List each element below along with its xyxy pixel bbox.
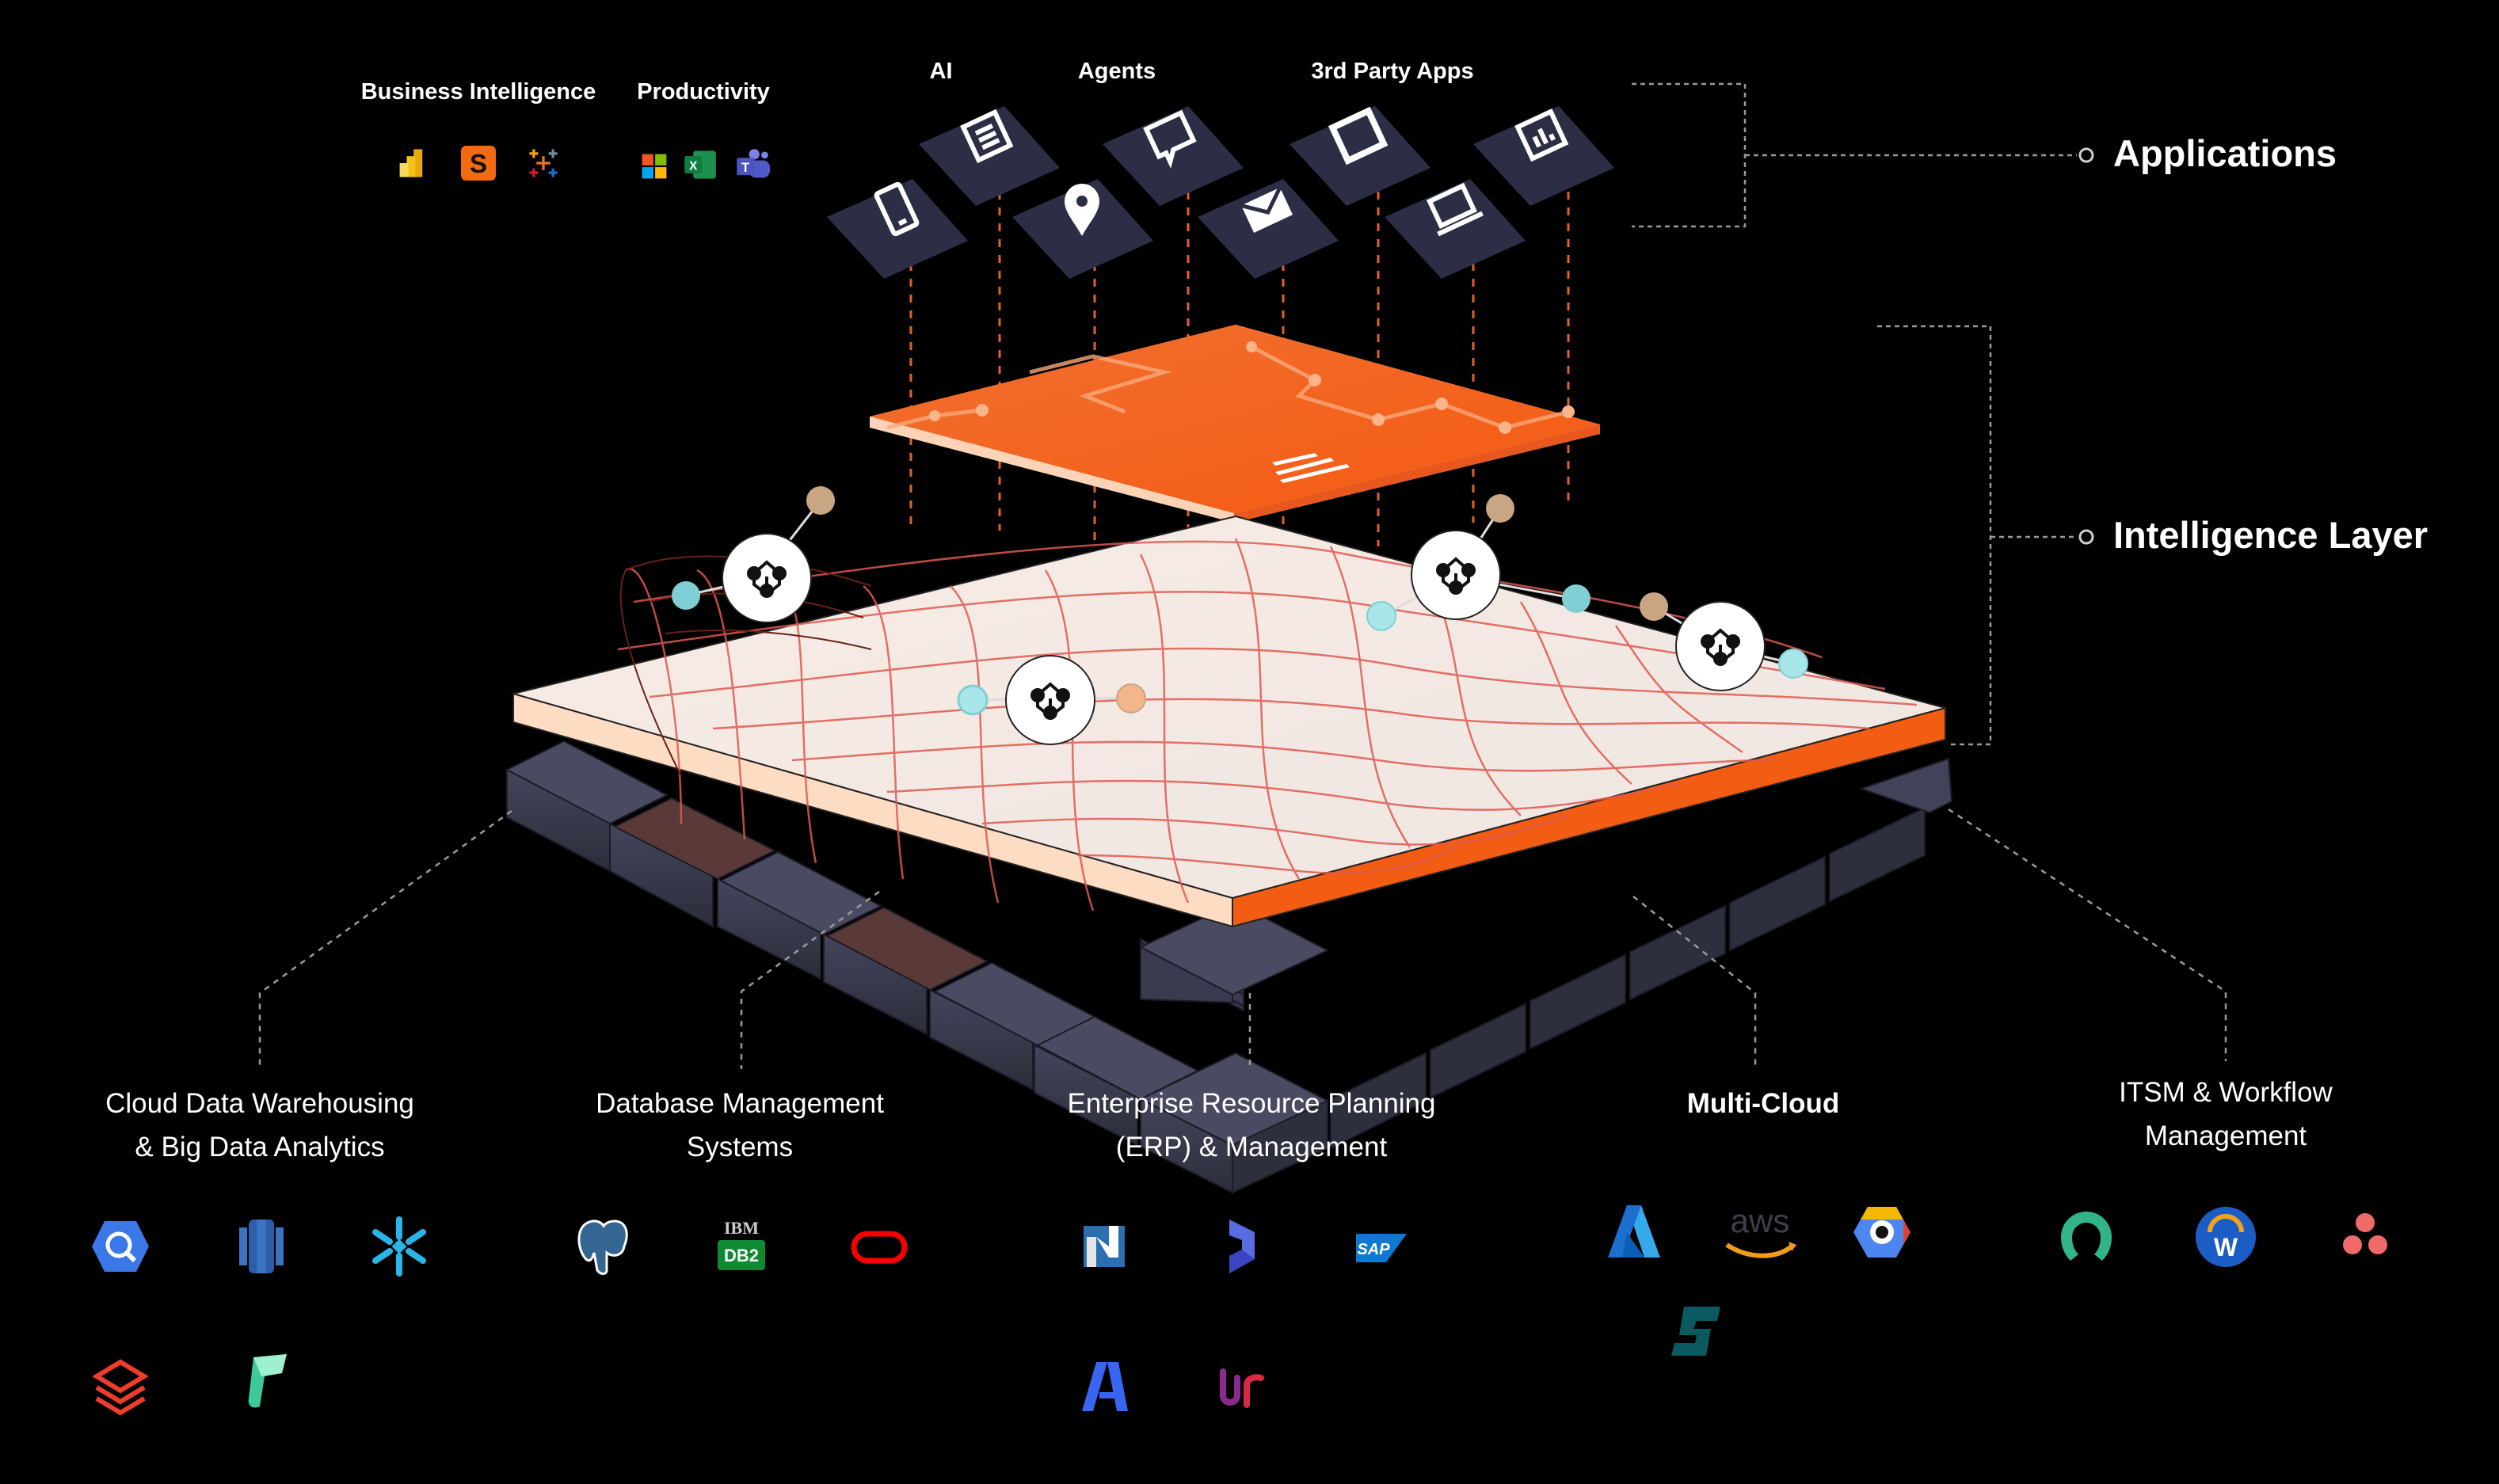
asana-logo (2333, 1205, 2397, 1269)
category-ai: AI (929, 59, 953, 84)
svg-text:S: S (470, 149, 487, 178)
app-tile-location[interactable] (1012, 179, 1153, 279)
applications-bracket (1632, 82, 2077, 228)
hub-network-icon (747, 560, 787, 598)
source-category-cloud-dw: Cloud Data Warehousing & Big Data Analyt… (105, 1088, 414, 1162)
hub-network-icon (1030, 682, 1070, 720)
chip-bars-icon (1272, 453, 1350, 483)
google-cloud-logo (1850, 1201, 1914, 1264)
mail-icon (1240, 186, 1293, 233)
netsuite-logo (1072, 1215, 1136, 1278)
applications-label: Applications (2113, 132, 2337, 174)
app-tile-document[interactable] (919, 106, 1060, 206)
snowflake-logo (368, 1215, 431, 1278)
dynamics-365-logo (1210, 1215, 1274, 1278)
app-tile-chat[interactable] (1103, 106, 1244, 206)
mobile-icon (874, 181, 920, 237)
hub-icons (747, 557, 1740, 720)
power-bi-logo (394, 146, 429, 181)
postgresql-logo (572, 1215, 635, 1278)
category-business-intelligence: Business Intelligence (360, 79, 596, 105)
applications-connector-dot (2078, 147, 2094, 163)
source-category-itsm: ITSM & Workflow Management (2119, 1077, 2333, 1151)
report-icon (1514, 108, 1569, 162)
intelligence-connector-dot (2078, 529, 2094, 545)
node-cluster-left (672, 486, 835, 623)
source-connector-lines (258, 808, 2227, 1069)
tableau-logo (526, 146, 561, 181)
intelligence-chip (870, 325, 1600, 523)
redshift-logo (230, 1215, 293, 1278)
unit4-logo (1210, 1354, 1274, 1417)
workday-logo: W (2194, 1205, 2257, 1269)
ibm-db2-logo: IBM DB2 (710, 1215, 773, 1278)
svg-text:DB2: DB2 (724, 1246, 759, 1265)
source-category-multi-cloud: Multi-Cloud (1686, 1088, 1840, 1119)
location-pin-icon (1065, 184, 1099, 236)
sap-logo: SAP (1350, 1215, 1413, 1278)
bigquery-logo (89, 1215, 152, 1278)
source-category-dbms: Database Management Systems (596, 1088, 884, 1162)
intelligence-layer-label: Intelligence Layer (2113, 514, 2429, 556)
svg-text:aws: aws (1731, 1202, 1790, 1239)
chat-icon (1143, 109, 1197, 169)
microsoft-logo (637, 149, 672, 184)
category-productivity: Productivity (637, 79, 770, 105)
svg-text:T: T (741, 161, 749, 175)
teams-logo: T (735, 147, 770, 182)
sigma-logo: S (461, 146, 496, 181)
hub-network-icon (1436, 557, 1476, 595)
fabric-logo (230, 1349, 293, 1413)
category-third-party-apps: 3rd Party Apps (1311, 59, 1474, 84)
aws-logo: aws (1712, 1201, 1808, 1264)
hub-network-icon (1701, 628, 1740, 666)
category-agents: Agents (1077, 59, 1156, 84)
svg-text:SAP: SAP (1357, 1241, 1390, 1258)
laptop-icon (1426, 182, 1484, 237)
app-tile-mail[interactable] (1198, 179, 1339, 279)
intelligence-bracket (1877, 325, 2077, 746)
svg-text:IBM: IBM (724, 1218, 759, 1238)
app-tile-mobile[interactable] (827, 179, 968, 279)
excel-logo: X (683, 147, 718, 182)
svg-text:X: X (689, 160, 698, 173)
svg-text:W: W (2214, 1233, 2238, 1261)
oracle-logo (848, 1215, 911, 1278)
window-icon (1328, 106, 1389, 166)
app-tiles (827, 106, 1614, 279)
source-category-erp: Enterprise Resource Planning (ERP) & Man… (1067, 1088, 1436, 1162)
azure-logo (1603, 1201, 1667, 1264)
acumatica-logo (1072, 1354, 1136, 1417)
stackit-logo (1665, 1299, 1728, 1362)
freshservice-logo (2055, 1205, 2118, 1269)
app-tile-laptop[interactable] (1385, 179, 1526, 279)
databricks-logo (89, 1356, 152, 1419)
document-icon (960, 108, 1014, 164)
app-tile-window[interactable] (1289, 106, 1430, 206)
app-tile-report[interactable] (1473, 106, 1614, 206)
